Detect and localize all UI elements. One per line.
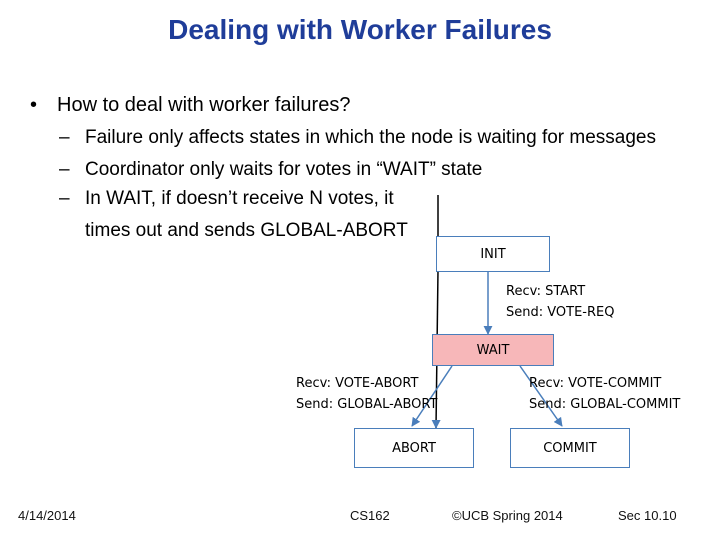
footer-course: CS162 [350, 508, 390, 523]
bullet-list: • How to deal with worker failures? – Fa… [30, 93, 690, 247]
arrow-wait-to-commit [519, 365, 563, 427]
state-abort: ABORT [354, 428, 474, 468]
sub-bullet-1: – Failure only affects states in which t… [30, 126, 670, 149]
bullet-main: • How to deal with worker failures? [30, 93, 690, 117]
transition-label-init-wait: Recv: START Send: VOTE-REQ [506, 281, 614, 323]
transition-label-wait-commit: Recv: VOTE-COMMIT Send: GLOBAL-COMMIT [529, 373, 680, 415]
footer-copyright: ©UCB Spring 2014 [452, 508, 563, 523]
recv-label: Recv: VOTE-ABORT [296, 376, 419, 391]
arrow-wait-to-abort [411, 365, 453, 427]
dash-mark: – [59, 159, 70, 180]
bullet-main-text: How to deal with worker failures? [57, 94, 351, 116]
sub-bullet-2: – Coordinator only waits for votes in “W… [30, 158, 690, 181]
send-label: Send: GLOBAL-COMMIT [529, 397, 681, 412]
bullet-dot: • [30, 94, 38, 116]
dash-mark: – [59, 127, 70, 148]
send-label: Send: VOTE-REQ [506, 305, 615, 320]
sub-bullet-3-text: In WAIT, if doesn’t receive N votes, it … [85, 188, 408, 241]
recv-label: Recv: VOTE-COMMIT [529, 376, 662, 391]
slide-title: Dealing with Worker Failures [168, 14, 552, 45]
sub-bullet-2-text: Coordinator only waits for votes in “WAI… [85, 159, 483, 180]
footer-section: Sec 10.10 [618, 508, 677, 523]
transition-label-wait-abort: Recv: VOTE-ABORT Send: GLOBAL-ABORT [296, 373, 437, 415]
recv-label: Recv: START [506, 284, 586, 299]
sub-bullet-3: – In WAIT, if doesn’t receive N votes, i… [30, 183, 415, 247]
send-label: Send: GLOBAL-ABORT [296, 397, 438, 412]
state-init: INIT [436, 236, 550, 272]
dash-mark: – [59, 188, 70, 209]
footer-date: 4/14/2014 [18, 508, 76, 523]
sub-bullet-1-text: Failure only affects states in which the… [85, 127, 656, 148]
state-commit: COMMIT [510, 428, 630, 468]
state-wait: WAIT [432, 334, 554, 366]
